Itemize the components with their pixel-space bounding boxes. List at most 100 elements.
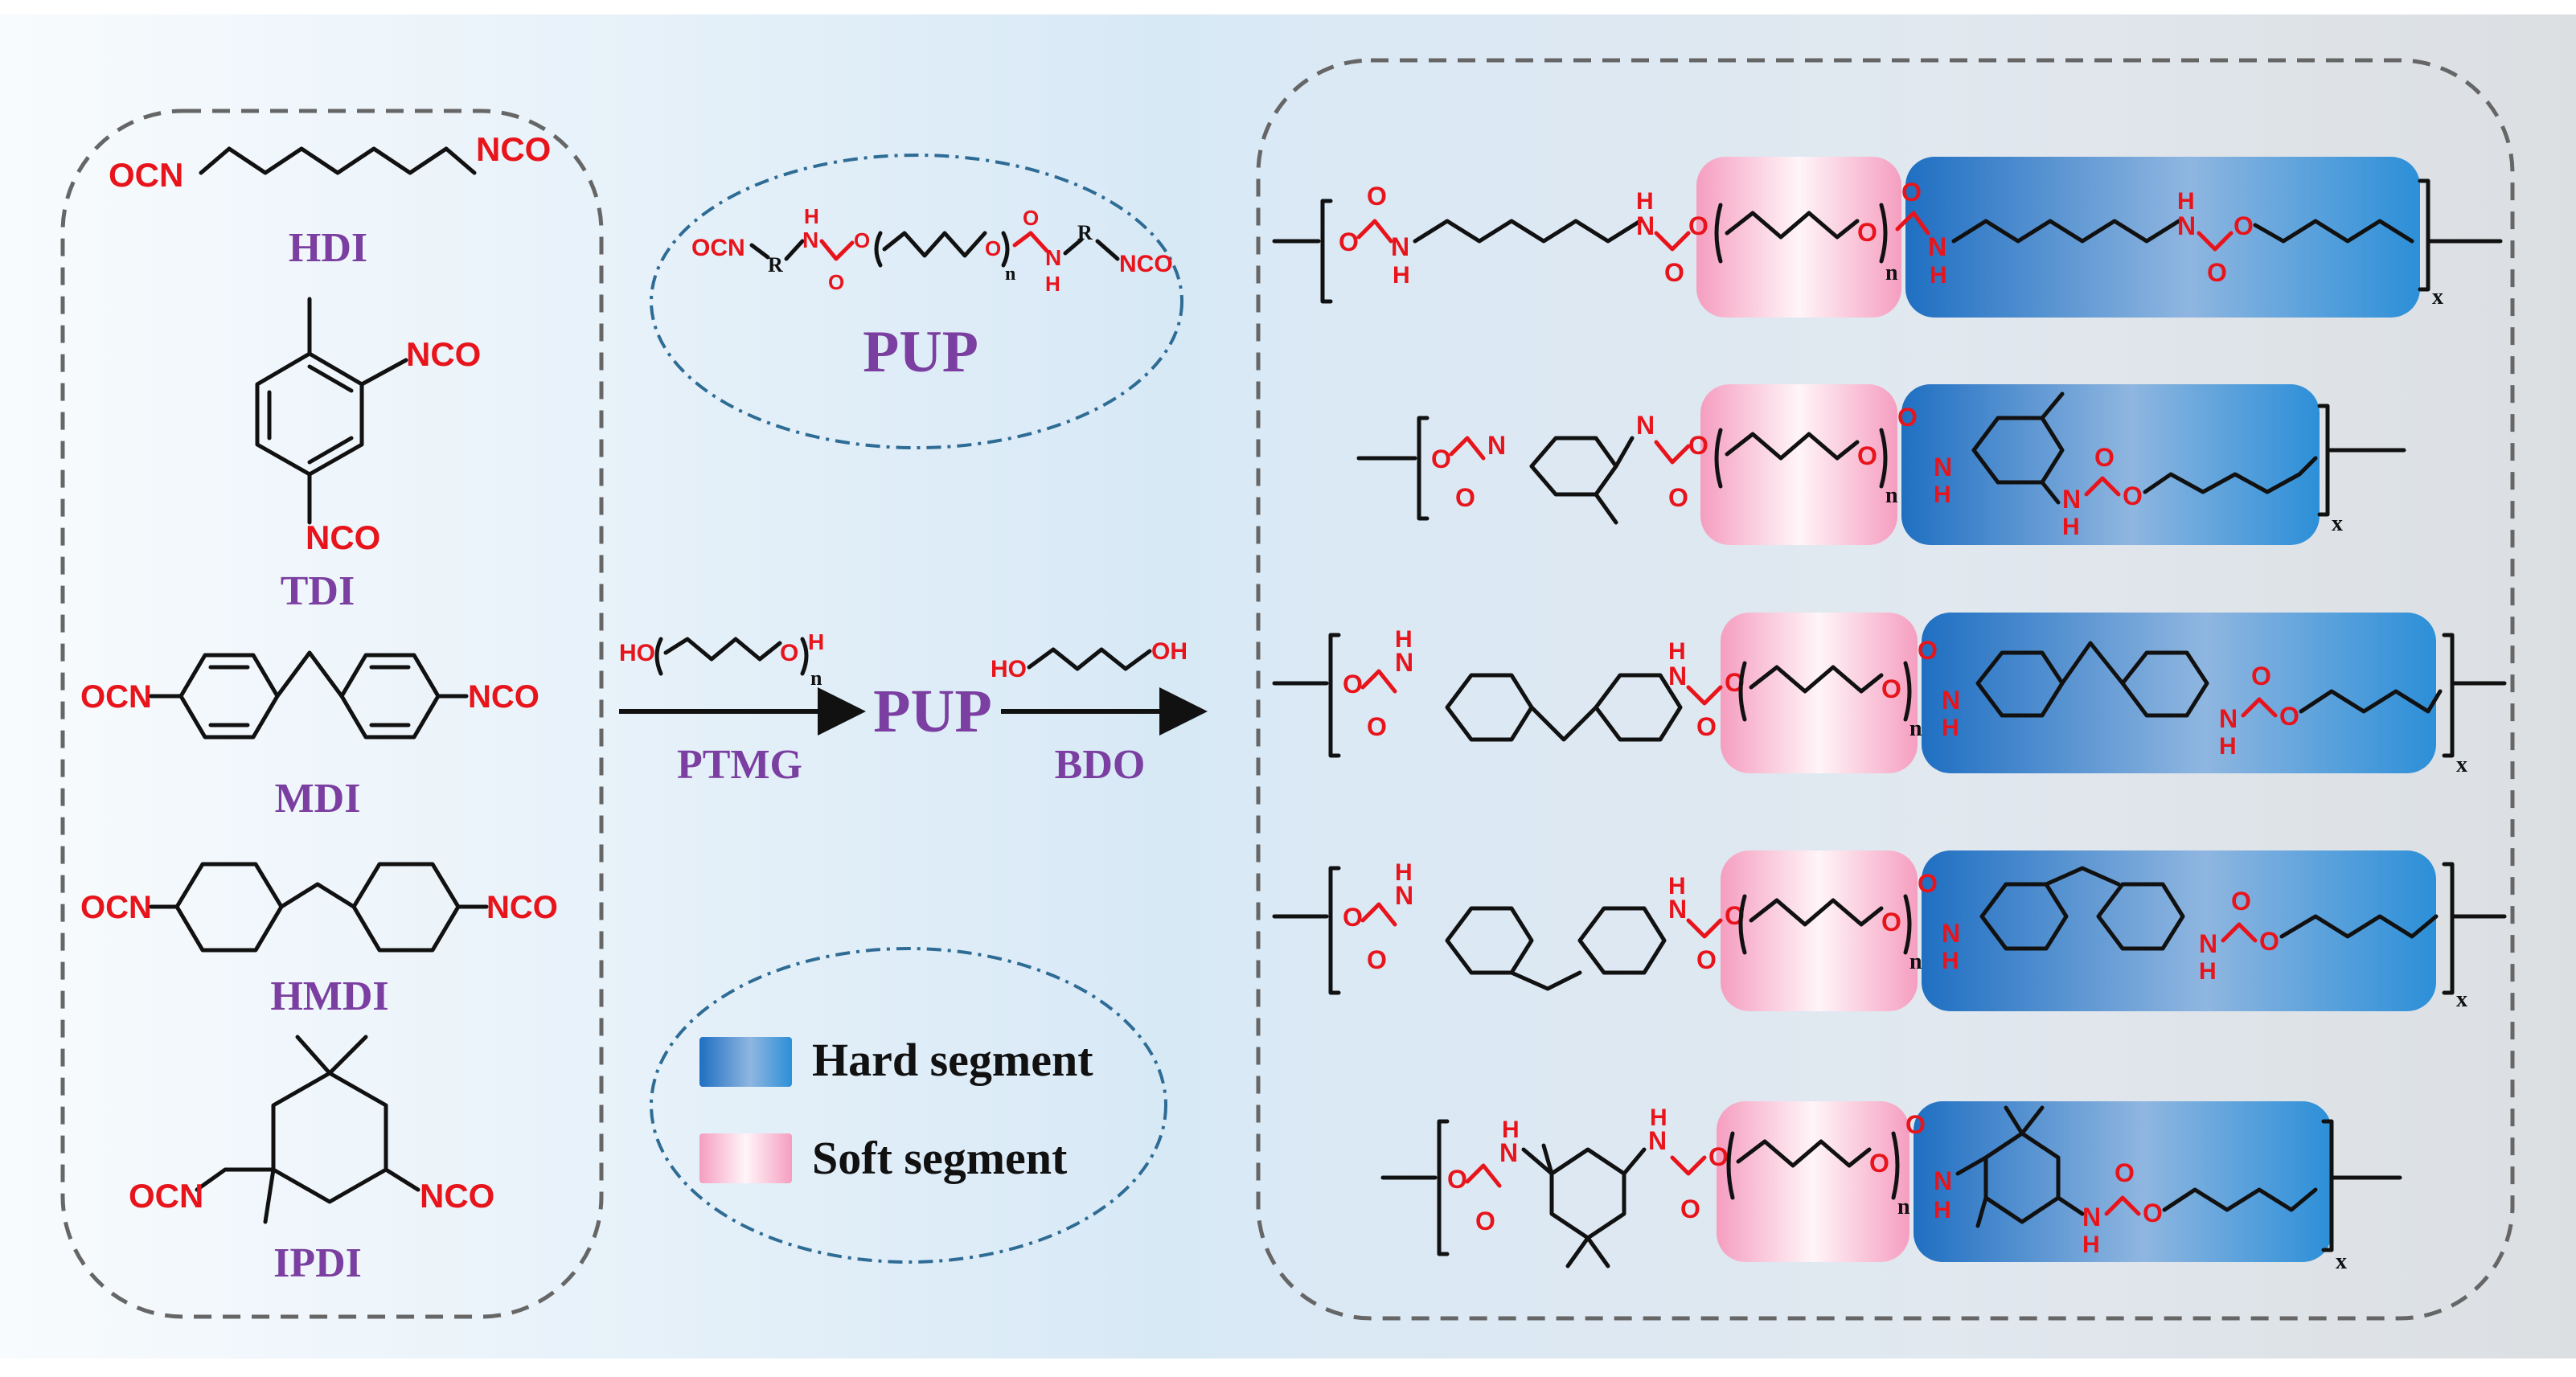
p4-o1: O: [1343, 903, 1363, 932]
hard-segment-3: [1922, 613, 2436, 773]
p1-h4: H: [2177, 188, 2195, 215]
legend-hard-label: Hard segment: [812, 1034, 1093, 1086]
mdi-structure: OCN NCO MDI: [80, 650, 539, 822]
p2-h4: H: [2062, 514, 2080, 540]
p2-n-sub: n: [1885, 483, 1898, 508]
p5-o1: O: [1447, 1165, 1467, 1194]
ptmg-o: O: [780, 640, 798, 666]
pup-n-right: N: [1045, 245, 1061, 270]
pup-n-sub: n: [1005, 264, 1015, 285]
pup-h-left: H: [804, 204, 819, 228]
p1-o6: O: [1901, 178, 1922, 207]
tdi-group-a: NCO: [406, 335, 481, 373]
p2-h3: H: [1934, 482, 1951, 508]
pup-bubble-title: PUP: [863, 319, 978, 385]
polymer-hdi: O O N H H N O O O n O N H H N O O x: [1272, 157, 2503, 318]
p3-o6: O: [1918, 636, 1938, 665]
p4-o8: O: [2259, 927, 2279, 956]
p2-o7: O: [2094, 443, 2115, 472]
tdi-group-b: NCO: [306, 518, 380, 556]
p1-n3: N: [1928, 232, 1946, 261]
p5-h2: H: [1650, 1104, 1667, 1131]
p4-x: x: [2456, 987, 2467, 1012]
p5-h3: H: [1934, 1197, 1951, 1223]
p1-h3: H: [1930, 262, 1947, 289]
bdo-ho: HO: [991, 656, 1027, 682]
ptmg-ho: HO: [619, 640, 655, 666]
pup-r-left: R: [768, 253, 783, 277]
pup-o-left: O: [828, 270, 844, 294]
bdo-oh: OH: [1151, 638, 1188, 665]
p1-h1: H: [1393, 262, 1410, 289]
p5-o6: O: [1905, 1110, 1926, 1139]
p5-o3: O: [1680, 1195, 1700, 1223]
p2-o2: O: [1455, 483, 1475, 512]
hmdi-left-group: OCN: [80, 890, 152, 925]
p1-o2: O: [1367, 182, 1387, 211]
p1-o7: O: [2207, 258, 2227, 287]
p3-n1: N: [1395, 648, 1413, 677]
pup-right-group: NCO: [1119, 251, 1173, 277]
p5-o5: O: [1869, 1149, 1889, 1178]
hmdi-structure: OCN NCO HMDI: [80, 862, 558, 1019]
pup-left-group: OCN: [691, 235, 745, 261]
p2-o4: O: [1688, 431, 1708, 460]
legend-soft-swatch: [699, 1133, 792, 1183]
p1-o4: O: [1688, 211, 1708, 240]
p3-o2: O: [1367, 712, 1387, 741]
ptmg-n: n: [810, 666, 822, 690]
p4-h2: H: [1668, 873, 1686, 900]
p5-o8: O: [2143, 1199, 2163, 1227]
p3-x: x: [2456, 752, 2467, 777]
p3-n3: N: [1942, 686, 1960, 715]
p1-h2: H: [1636, 188, 1654, 215]
p5-o7: O: [2115, 1158, 2135, 1187]
pup-r-right: R: [1077, 221, 1093, 244]
pup-o-ester-left: O: [854, 228, 870, 252]
p5-n-sub: n: [1897, 1195, 1910, 1219]
p4-n3: N: [1942, 919, 1960, 948]
hdi-right-group: NCO: [476, 130, 551, 168]
p4-n-sub: n: [1909, 949, 1922, 974]
p4-o5: O: [1881, 908, 1901, 936]
legend-soft-label: Soft segment: [812, 1132, 1068, 1184]
p1-o8: O: [2233, 211, 2254, 240]
ipdi-structure: OCN NCO IPDI: [129, 1035, 494, 1286]
hmdi-label: HMDI: [270, 973, 388, 1019]
legend-hard-swatch: [699, 1037, 792, 1087]
p3-n-sub: n: [1909, 716, 1922, 741]
mdi-left-group: OCN: [80, 679, 152, 715]
p4-n4: N: [2199, 929, 2217, 958]
p5-h4: H: [2082, 1232, 2100, 1258]
p5-n3: N: [1934, 1166, 1952, 1195]
p5-n4: N: [2082, 1203, 2101, 1232]
p3-o3: O: [1696, 712, 1717, 741]
p2-o8: O: [2123, 482, 2143, 510]
p3-o5: O: [1881, 674, 1901, 703]
ipdi-label: IPDI: [273, 1240, 362, 1286]
p3-o7: O: [2251, 662, 2271, 691]
soft-segment-3: [1721, 613, 1918, 773]
soft-segment-4: [1721, 850, 1918, 1011]
ipdi-right-group: NCO: [420, 1177, 494, 1215]
p1-n4: N: [2177, 211, 2196, 240]
p5-x: x: [2336, 1249, 2347, 1274]
p2-o5: O: [1857, 441, 1877, 470]
p3-h3: H: [1942, 715, 1959, 741]
hard-segment-2: [1901, 384, 2320, 545]
soft-segment-5: [1717, 1101, 1909, 1262]
ptmg-h: H: [808, 629, 824, 654]
p3-n2: N: [1668, 662, 1687, 691]
p3-h4: H: [2219, 733, 2237, 760]
hdi-left-group: OCN: [109, 156, 183, 194]
hmdi-right-group: NCO: [486, 890, 558, 925]
polymer-hmdi: O O N H H N O O O n O N H N H O O x: [1272, 850, 2507, 1012]
p5-o4: O: [1708, 1142, 1729, 1171]
polymer-ipdi: O O N H N H O O O n O N H N H O O x: [1380, 1101, 2402, 1274]
p2-n1: N: [1487, 431, 1506, 460]
mdi-label: MDI: [275, 776, 361, 822]
reaction-scheme: HO O H n PTMG PUP HO OH BDO: [619, 629, 1208, 788]
pup-n-left: N: [802, 227, 818, 252]
